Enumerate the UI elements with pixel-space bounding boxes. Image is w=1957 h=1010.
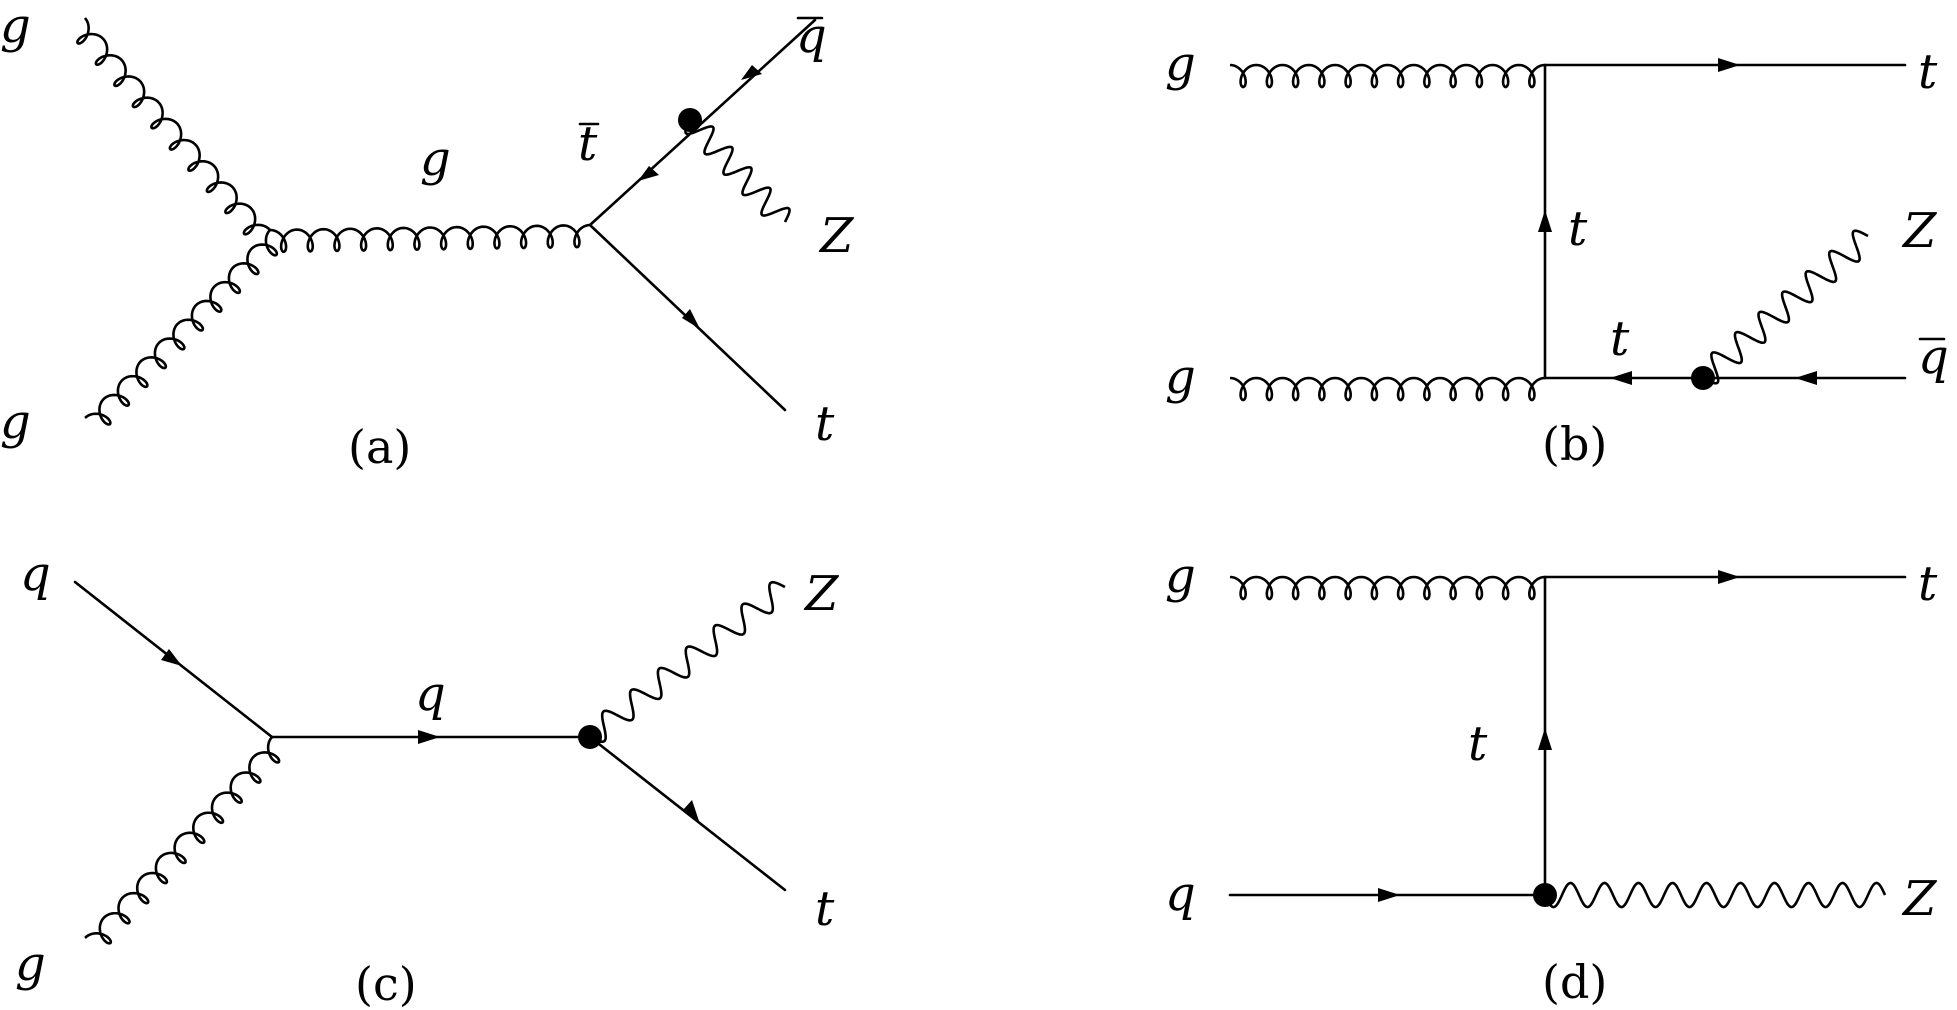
gluon-b-bottom <box>1229 376 1546 402</box>
gluon-in-c <box>84 736 281 945</box>
label-b-t-vert: t <box>1568 201 1588 257</box>
arrow-tbar-a <box>638 166 659 181</box>
caption-c: (c) <box>355 957 417 1010</box>
label-a-z: Z <box>818 208 855 264</box>
arrow-qbar-b <box>1795 371 1817 385</box>
gluon-a-bottom-in <box>84 229 279 426</box>
diagram-c: q g q Z t (c) <box>15 546 840 1010</box>
gluon-a-propagator <box>269 223 591 254</box>
label-a-tbar: t <box>578 116 598 172</box>
caption-a: (a) <box>348 420 411 474</box>
arrow-q-mid-c <box>418 730 440 744</box>
diagram-d: g q t t Z (d) <box>1165 548 1938 1009</box>
z-boson-a <box>684 119 791 223</box>
label-c-g-in: g <box>15 936 46 992</box>
label-a-g-top: g <box>0 0 31 54</box>
arrow-t-out-d <box>1718 570 1740 584</box>
vertex-b <box>1691 366 1715 390</box>
label-d-q-in: q <box>1165 866 1196 922</box>
gluon-b-top <box>1229 63 1546 89</box>
label-d-g-in: g <box>1165 548 1196 604</box>
diagram-b: g g t t t Z q (b) <box>1165 36 1949 471</box>
label-b-qbar: q <box>1918 329 1949 385</box>
label-a-g-bottom: g <box>0 394 31 450</box>
antitop-line-a <box>588 18 817 227</box>
label-b-g-bottom: g <box>1165 349 1196 405</box>
label-b-z: Z <box>1901 203 1938 259</box>
label-b-t-out: t <box>1918 44 1938 100</box>
arrow-q-in-d <box>1378 888 1400 902</box>
vertex-a <box>678 108 702 132</box>
arrow-qbar-a <box>741 65 762 80</box>
label-c-q-in: q <box>20 546 51 602</box>
z-boson-d <box>1543 881 1887 909</box>
caption-b: (b) <box>1542 417 1607 471</box>
gluon-a-top-in <box>76 17 271 236</box>
gluon-in-d <box>1229 575 1546 601</box>
diagram-a: g g g t q Z t (a) <box>0 0 855 474</box>
arrow-t-c <box>683 800 700 824</box>
label-b-g-top: g <box>1165 36 1196 92</box>
caption-d: (d) <box>1542 955 1607 1009</box>
label-d-t-out: t <box>1918 556 1938 612</box>
z-boson-b <box>1702 229 1869 385</box>
label-a-g-mid: g <box>420 131 451 187</box>
label-d-z: Z <box>1901 871 1938 927</box>
arrow-q-in-c <box>161 649 182 666</box>
arrow-t-vert-b <box>1538 210 1552 232</box>
label-c-q-mid: q <box>415 666 446 722</box>
arrow-t-horiz-b <box>1610 371 1632 385</box>
z-boson-c <box>589 580 786 744</box>
label-c-t: t <box>815 881 835 937</box>
label-a-qbar: q <box>796 8 827 64</box>
arrow-t-a <box>682 309 700 329</box>
label-d-t-vert: t <box>1468 716 1488 772</box>
label-c-z: Z <box>803 566 840 622</box>
arrow-t-out-b <box>1718 58 1740 72</box>
label-a-t: t <box>815 396 835 452</box>
arrow-t-vert-d <box>1538 728 1552 750</box>
label-b-t-horiz: t <box>1610 311 1630 367</box>
